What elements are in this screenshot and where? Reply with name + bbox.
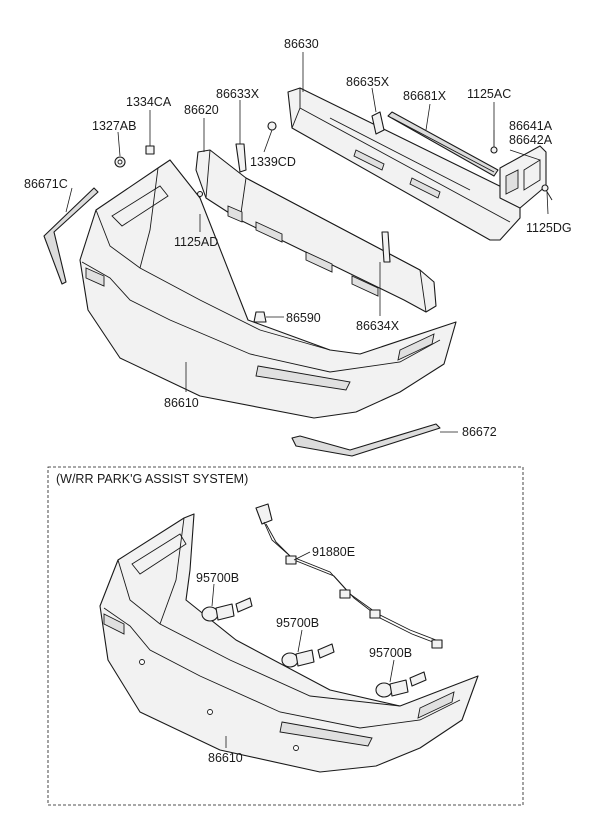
side-bracket-86641A [499,145,547,209]
label-86641A: 86641A [509,119,553,133]
inset-title: (W/RR PARK'G ASSIST SYSTEM) [56,472,248,486]
clip-86635X [371,111,385,135]
part-labels-inset: 91880E 95700B 95700B 95700B 86610 [196,545,412,765]
bumper-beam-86630 [287,87,521,241]
label-86635X: 86635X [346,75,390,89]
upper-strip-86681X [387,111,499,177]
label-86630: 86630 [284,37,319,51]
screw-1125AC [490,130,498,154]
bumper-cover-86610-bottom [99,513,479,773]
wiring-harness-91880E [255,503,443,649]
label-1339CD: 1339CD [250,155,296,169]
part-labels-top: 86630 86635X 86681X 1125AC 86641A 86642A… [24,37,572,439]
clip-86633X [235,143,247,173]
label-86642A: 86642A [509,133,553,147]
leader-lines-top [65,52,549,433]
label-86620: 86620 [184,103,219,117]
sensor-95700B-right [375,671,427,698]
label-91880E: 91880E [312,545,355,559]
clip-1334CA [145,145,155,155]
clip-86634X [381,231,391,263]
label-86633X: 86633X [216,87,260,101]
energy-absorber-86620 [195,149,437,313]
label-1125AD: 1125AD [174,235,218,249]
screw-1125DG [541,184,553,201]
label-86681X: 86681X [403,89,447,103]
label-95700B-left: 95700B [196,571,239,585]
sensor-95700B-left [201,597,253,622]
label-86610-top: 86610 [164,396,199,410]
label-95700B-right: 95700B [369,646,412,660]
bumper-cover-86610-top [79,159,457,419]
label-86634X: 86634X [356,319,400,333]
molding-86672 [291,423,441,457]
label-1125DG: 1125DG [526,221,572,235]
nut-1339CD [267,121,277,131]
leader-lines-inset [211,551,395,748]
label-1327AB: 1327AB [92,119,136,133]
label-86672: 86672 [462,425,497,439]
park-assist-inset-box [47,466,524,806]
label-1334CA: 1334CA [126,95,172,109]
label-95700B-middle: 95700B [276,616,319,630]
nut-1327AB [114,156,126,168]
label-86590: 86590 [286,311,321,325]
molding-86671C [43,187,99,285]
label-1125AC: 1125AC [467,87,511,101]
sensor-95700B-middle [281,643,335,668]
label-86671C: 86671C [24,177,68,191]
label-86610-bottom: 86610 [208,751,243,765]
clip-86590 [253,311,267,323]
